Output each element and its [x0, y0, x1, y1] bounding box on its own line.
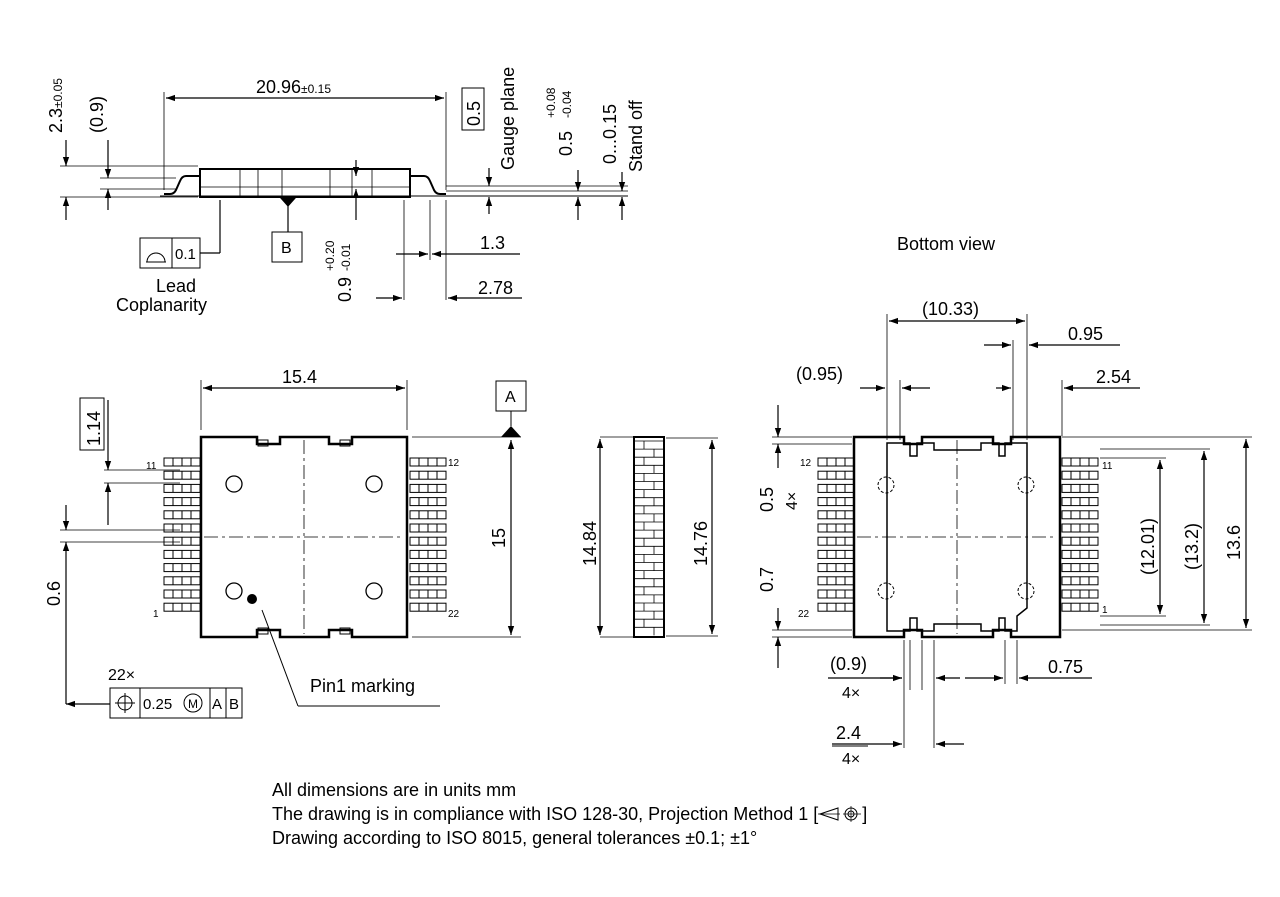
- datum-b-box: [271, 231, 303, 263]
- coplanarity-label-2: Coplanarity: [116, 295, 207, 315]
- bottom-view: [772, 314, 1252, 748]
- pin-12-label: 12: [448, 458, 460, 469]
- dim-09: (0.9): [830, 654, 867, 674]
- pad-width-box: [79, 397, 105, 451]
- bottom-pin-1: 1: [1102, 605, 1108, 616]
- dim-1201: (12.01): [1138, 518, 1158, 575]
- height-ref-label: (0.9): [87, 96, 107, 133]
- lead-len-label: 1.3: [480, 233, 505, 253]
- pad-width-label: 1.14: [84, 411, 104, 446]
- note-units: All dimensions are in units mm: [272, 780, 517, 800]
- bottom-view-title: Bottom view: [897, 234, 996, 254]
- pin-11-label: 11: [146, 461, 157, 472]
- pin-1-label: 1: [153, 609, 159, 620]
- dim-254: 2.54: [1096, 367, 1131, 387]
- height-label: 15: [489, 528, 509, 548]
- height-total-label: 2.3±0.05: [46, 78, 66, 133]
- dim-05: 0.5: [757, 487, 777, 512]
- pin-22-label: 22: [448, 609, 460, 620]
- position-datum-b: B: [229, 696, 239, 713]
- end-view-text: 14.84 14.76: [580, 521, 711, 566]
- end-body: [633, 436, 665, 638]
- position-tol: 0.25: [143, 696, 172, 713]
- projection-method-icon: [818, 806, 862, 822]
- width-label: 15.4: [282, 367, 317, 387]
- side-lead-right: [410, 175, 446, 195]
- side-body: [199, 168, 411, 198]
- dim-24-count: 4×: [842, 751, 860, 768]
- standoff-label: Stand off: [626, 99, 646, 172]
- exposed-pad: [886, 442, 1028, 632]
- gauge-box: [461, 87, 485, 131]
- position-frame: [109, 687, 243, 719]
- end-height-right: 14.76: [691, 521, 711, 566]
- coplanarity-label-1: Lead: [156, 276, 196, 296]
- datum-b-letter: B: [281, 240, 292, 257]
- dim-132: (13.2): [1182, 523, 1202, 570]
- side-view: [60, 87, 628, 302]
- gauge-label: Gauge plane: [498, 67, 518, 170]
- position-count: 22×: [108, 667, 135, 684]
- bottom-view-text: Bottom view (10.33) 0.95 (0.95) 2.54 0.5…: [757, 234, 1244, 768]
- side-lead-left: [164, 175, 200, 195]
- gauge-value: 0.5: [464, 101, 484, 126]
- notes: All dimensions are in units mm The drawi…: [272, 778, 867, 850]
- bottom-pin-12: 12: [800, 458, 812, 469]
- dim-09-count: 4×: [842, 685, 860, 702]
- note-tolerances: Drawing according to ISO 8015, general t…: [272, 828, 758, 848]
- top-view-text: 15.4 A 15 1.14 0.6 11 12 1 22 Pin1 marki…: [44, 367, 516, 713]
- position-mod: M: [188, 697, 198, 711]
- pin1-marking-label: Pin1 marking: [310, 676, 415, 696]
- lead-thk-tol-plus: +0.08: [544, 87, 558, 118]
- length-label: 20.96±0.15: [256, 77, 331, 97]
- lead-thk-label: 0.5: [556, 131, 576, 156]
- pin1-dot: [247, 594, 257, 604]
- coplanarity-value: 0.1: [175, 246, 196, 263]
- dim-095-left: (0.95): [796, 364, 843, 384]
- datum-a-letter: A: [505, 389, 516, 406]
- dim-24: 2.4: [836, 723, 861, 743]
- dim-075: 0.75: [1048, 657, 1083, 677]
- body-thk-tol-minus: -0.01: [339, 243, 353, 271]
- standoff-value: 0...0.15: [600, 104, 620, 164]
- lead-span-label: 2.78: [478, 278, 513, 298]
- position-datum-a: A: [212, 696, 222, 713]
- top-view: [60, 380, 527, 719]
- note-projection: The drawing is in compliance with ISO 12…: [272, 804, 868, 824]
- dim-1033: (10.33): [922, 299, 979, 319]
- side-view-text: 2.3±0.05 (0.9) 20.96±0.15 0.5 Gauge plan…: [46, 67, 646, 315]
- top-body: [199, 435, 409, 639]
- dim-05-count: 4×: [784, 492, 801, 510]
- dim-136: 13.6: [1224, 525, 1244, 560]
- body-thk-label: 0.9: [335, 277, 355, 302]
- dim-095-right: 0.95: [1068, 324, 1103, 344]
- dim-07: 0.7: [757, 567, 777, 592]
- bottom-pin-22: 22: [798, 609, 810, 620]
- pitch-label: 0.6: [44, 581, 64, 606]
- lead-thk-tol-minus: -0.04: [560, 90, 574, 118]
- body-thk-tol-plus: +0.20: [323, 240, 337, 271]
- end-height-left: 14.84: [580, 521, 600, 566]
- end-view: [596, 436, 718, 638]
- bottom-pin-11: 11: [1102, 461, 1113, 472]
